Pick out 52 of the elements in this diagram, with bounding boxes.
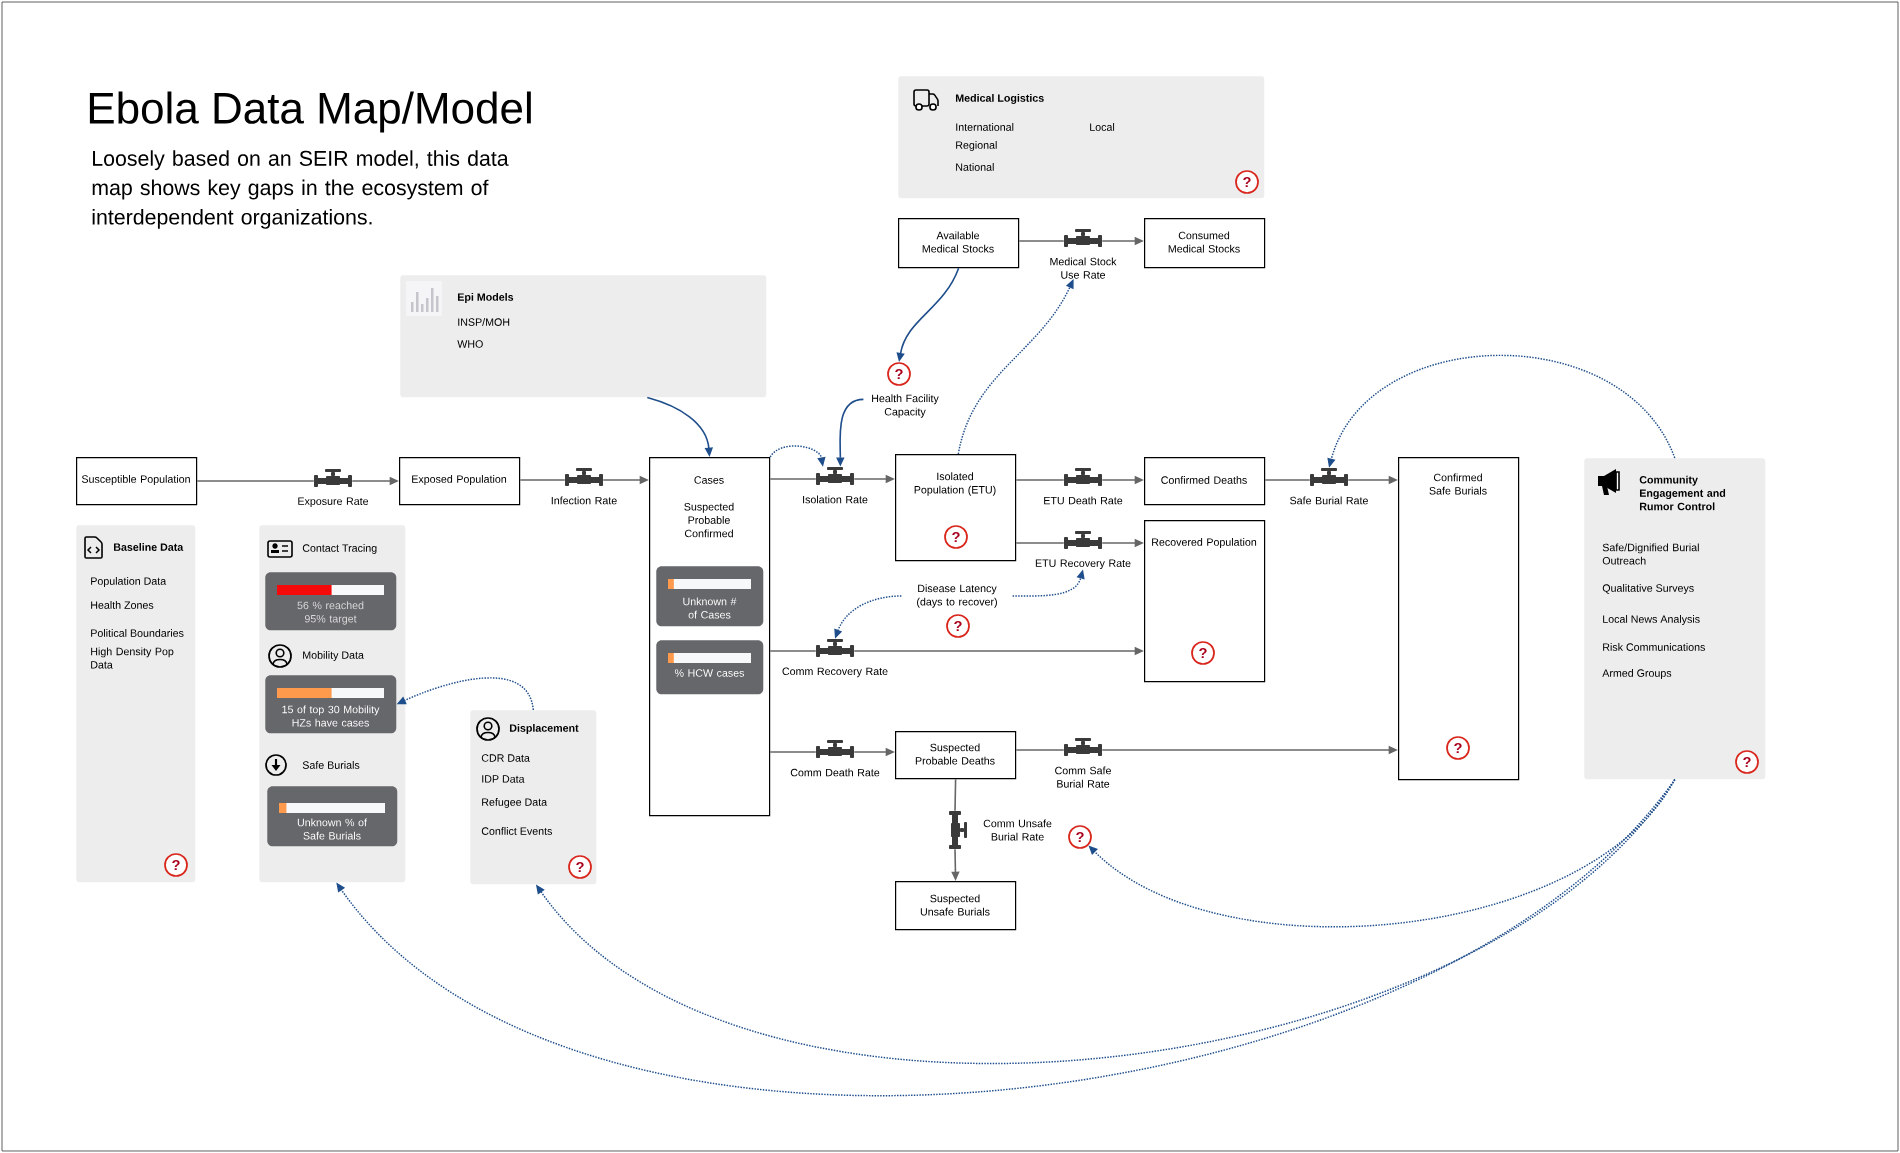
flow-line — [769, 478, 817, 480]
flow-line — [1015, 479, 1065, 481]
flow-line — [1015, 542, 1065, 544]
stock-box: Available Medical Stocks — [898, 218, 1020, 269]
flow-line — [769, 650, 817, 652]
node-label: Medical Stock Use Rate — [1050, 257, 1117, 279]
stock-box: Suspected Probable Deaths — [895, 731, 1017, 780]
flow-valve: Exposure Rate — [298, 469, 369, 508]
info-panel: Epi Models INSP/MOH WHO — [400, 275, 767, 398]
stock-box: Consumed Medical Stocks — [1144, 218, 1266, 269]
stock-box: Exposed Population — [399, 457, 521, 506]
stock-box: Confirmed Deaths — [1144, 457, 1266, 506]
flow-line — [196, 480, 315, 482]
node-label: Comm Unsafe Burial Rate — [983, 819, 1052, 841]
node-label: Comm Death Rate — [790, 768, 880, 777]
flow-line — [954, 778, 957, 812]
flow-valve: Safe Burial Rate — [1290, 468, 1368, 505]
flow-valve: Infection Rate — [551, 468, 617, 505]
flow-line — [769, 751, 817, 753]
flow-valve: Isolation Rate — [803, 467, 868, 504]
flow-valve: ETU Recovery Rate — [1035, 531, 1131, 570]
flow-line — [1018, 240, 1065, 242]
variable-label: Health Facility Capacity — [872, 394, 939, 418]
progress-card: % HCW cases — [656, 640, 764, 695]
stock-box: Susceptible Population — [76, 457, 198, 506]
node-label: ETU Death Rate — [1044, 496, 1123, 505]
subtitle: Loosely based on an SEIR model, this data map shows key gaps in the ecosystem of interdependent organizations. — [92, 150, 509, 229]
node-label: Safe Burial Rate — [1290, 496, 1368, 505]
flow-valve: Medical Stock Use Rate — [1050, 229, 1117, 279]
progress-card: Unknown % of Safe Burials — [267, 786, 398, 847]
dotted-arrow — [957, 279, 1074, 455]
node-label: Comm Recovery Rate — [782, 667, 888, 678]
title: Ebola Data Map/Model — [89, 91, 531, 133]
node-label: Exposure Rate — [298, 497, 369, 508]
stock-box: Suspected Unsafe Burials — [895, 881, 1017, 931]
node-label: ETU Recovery Rate — [1035, 559, 1131, 570]
dotted-arrow — [336, 778, 1676, 1097]
progress-card: 15 of top 30 Mobility HZs have cases — [265, 675, 397, 734]
flow-valve: Comm Unsafe Burial Rate — [949, 811, 1052, 849]
progress-card: 56 % reached 95% target — [265, 572, 397, 631]
flow-valve: Comm Safe Burial Rate — [1055, 738, 1111, 788]
node-label: Isolation Rate — [803, 495, 868, 504]
flow-valve: Comm Death Rate — [790, 740, 880, 777]
node-label: Infection Rate — [551, 496, 617, 505]
flow-line — [519, 479, 566, 481]
flow-valve: Comm Recovery Rate — [782, 639, 888, 678]
flow-line — [1015, 749, 1065, 751]
flow-line — [1264, 479, 1311, 481]
flow-valve: ETU Death Rate — [1044, 468, 1123, 505]
node-label: Comm Safe Burial Rate — [1055, 766, 1111, 788]
variable-label: Disease Latency (days to recover) — [917, 584, 997, 608]
progress-card: Unknown # of Cases — [656, 566, 764, 627]
